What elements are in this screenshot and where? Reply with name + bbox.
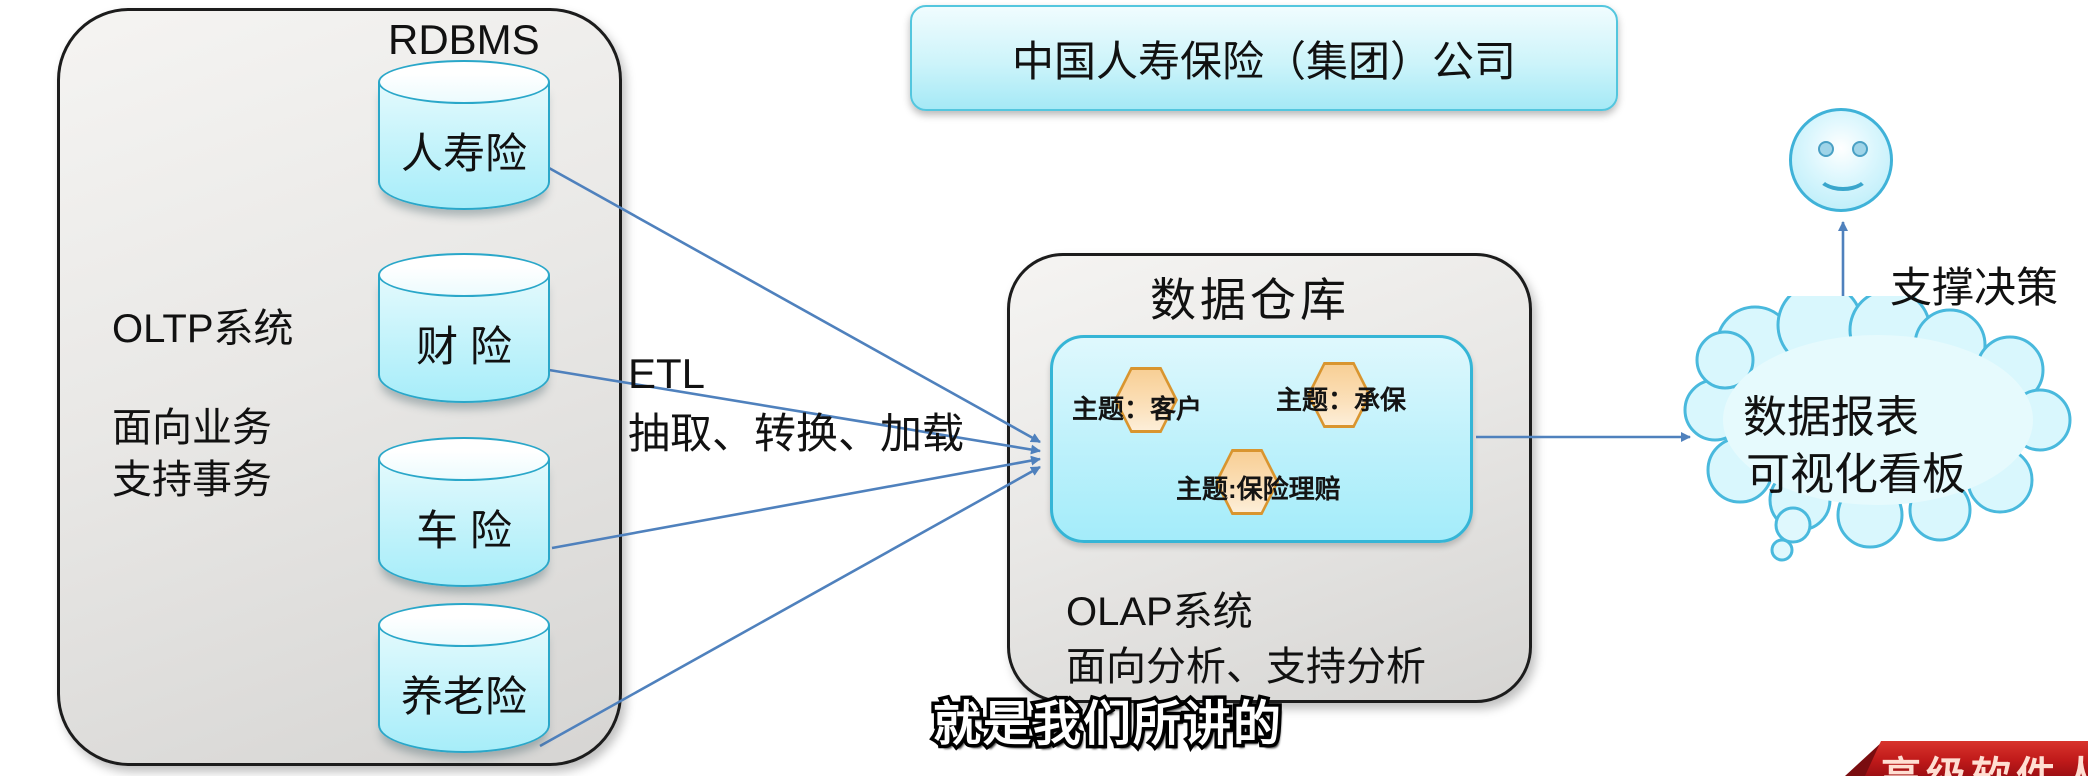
etl-arrow-auto	[551, 455, 1041, 550]
theme-hexagon-icon	[1114, 367, 1178, 433]
oltp-desc-line2: 支持事务	[112, 458, 272, 502]
etl-title: ETL	[628, 350, 706, 397]
report-cloud-line1: 数据报表	[1743, 393, 1919, 442]
theme-label-claims: 主题:保险理赔	[1176, 474, 1341, 504]
cylinder-top	[378, 603, 550, 647]
theme-hexagon-icon	[1215, 449, 1279, 515]
database-cylinder-icon: 人寿险	[378, 60, 550, 218]
database-cylinder-icon: 车 险	[378, 437, 550, 595]
olap-system-label: OLAP系统	[1066, 590, 1253, 634]
theme-label-underwriting: 主题：承保	[1276, 385, 1407, 415]
company-title-box: 中国人寿保险（集团）公司	[910, 5, 1618, 111]
video-subtitle: 就是我们所讲的	[929, 695, 1284, 755]
decision-support-label: 支撑决策	[1890, 264, 2059, 311]
database-label-life: 人寿险	[400, 129, 527, 177]
rdbms-label: RDBMS	[388, 16, 540, 63]
cylinder-body	[378, 459, 550, 587]
olap-description: 面向分析、支持分析	[1066, 645, 1426, 689]
database-cylinder-icon: 财 险	[378, 253, 550, 411]
smiley-mouth	[1816, 157, 1870, 191]
report-cloud-line2: 可视化看板	[1746, 450, 1966, 499]
banner-ribbon	[1865, 741, 2088, 776]
oltp-desc-line1: 面向业务	[112, 406, 272, 450]
smiley-eye	[1852, 141, 1868, 157]
oltp-description: 面向业务 支持事务	[112, 402, 272, 506]
thought-bubble-tail	[1770, 538, 1794, 562]
corner-banner: 高级软件人	[1845, 741, 2088, 776]
smiley-face-icon	[1789, 108, 1893, 212]
cylinder-top	[378, 437, 550, 481]
banner-text: 高级软件人	[1881, 744, 2088, 776]
smiley-eye	[1818, 141, 1834, 157]
report-cloud-icon	[1683, 296, 2072, 562]
database-label-auto: 车 险	[416, 506, 512, 554]
theme-label-customer: 主题：客户	[1072, 394, 1203, 424]
oltp-system-label: OLTP系统	[112, 307, 294, 351]
data-warehouse-title: 数据仓库	[1150, 274, 1350, 326]
cylinder-top	[378, 60, 550, 104]
thought-bubble-tail	[1774, 506, 1812, 544]
etl-description: 抽取、转换、加载	[628, 410, 965, 457]
database-label-property: 财 险	[416, 322, 512, 370]
database-cylinder-icon: 养老险	[378, 603, 550, 761]
database-label-pension: 养老险	[400, 672, 527, 720]
company-title: 中国人寿保险（集团）公司	[1011, 37, 1516, 85]
